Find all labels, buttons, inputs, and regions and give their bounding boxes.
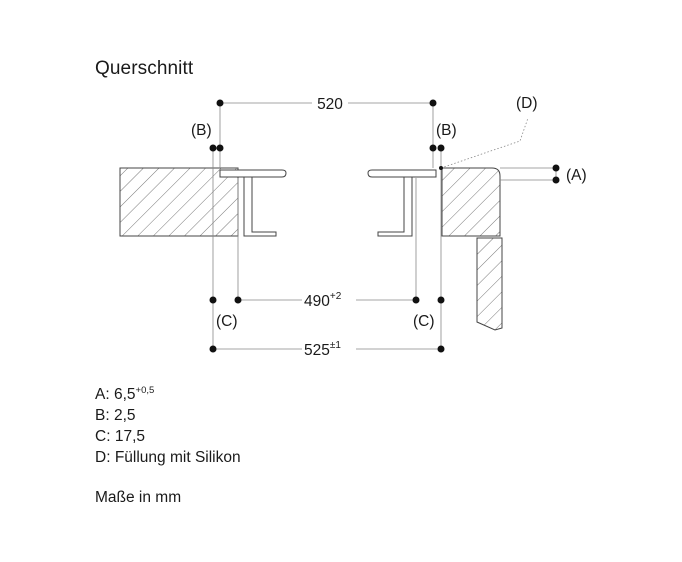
legend-superscript: +0,5 (135, 385, 155, 396)
marker-b-left: (B) (191, 122, 212, 139)
marker-d: (D) (516, 95, 538, 112)
legend-separator: : (106, 449, 115, 466)
legend-separator: : (105, 386, 114, 403)
legend-key: D (95, 449, 107, 466)
right-cabinet-panel (476, 237, 503, 331)
dim-490-tolerance: +2 (330, 291, 342, 302)
legend-value: 6,5 (113, 386, 136, 403)
legend-row-d: D: Füllung mit Silikon (95, 447, 241, 468)
dim-525: 525±1 (304, 340, 341, 359)
legend-value: 2,5 (113, 407, 136, 424)
dim-490: 490+2 (304, 291, 342, 310)
dim-520: 520 (317, 96, 343, 113)
legend-row-a: A: 6,5+0,5 (95, 384, 241, 405)
dim-490-value: 490 (304, 293, 330, 310)
legend-separator: : (105, 407, 114, 424)
dimension-lines (213, 102, 557, 350)
diagram-title: Querschnitt (95, 58, 194, 79)
legend-key: B (95, 407, 106, 424)
legend-separator: : (106, 428, 115, 445)
right-appliance-profile (367, 169, 437, 237)
legend-key: C (95, 428, 107, 445)
left-countertop (119, 167, 239, 237)
marker-c-right: (C) (413, 313, 435, 330)
right-countertop (441, 167, 501, 237)
dim-525-value: 525 (304, 342, 330, 359)
marker-a: (A) (566, 167, 587, 184)
dim-525-tolerance: ±1 (330, 340, 341, 351)
legend-value: 17,5 (114, 428, 145, 445)
dimension-dots (209, 99, 560, 353)
legend: A: 6,5+0,5 B: 2,5 C: 17,5 D: Füllung mit… (95, 384, 241, 468)
legend-key: A (95, 386, 106, 403)
legend-value: Füllung mit Silikon (114, 449, 241, 466)
marker-c-left: (C) (216, 313, 238, 330)
left-appliance-profile (219, 169, 287, 237)
legend-row-b: B: 2,5 (95, 405, 241, 426)
legend-row-c: C: 17,5 (95, 426, 241, 447)
units-note: Maße in mm (95, 489, 182, 506)
marker-b-right: (B) (436, 122, 457, 139)
extension-lines (212, 103, 556, 349)
